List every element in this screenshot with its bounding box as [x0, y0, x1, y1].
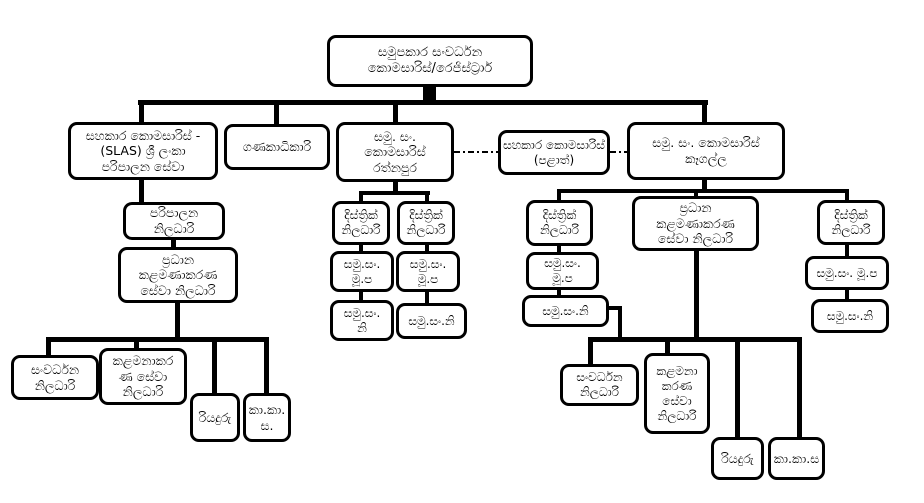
node-chief-management-services-officer: ප්‍රධාන කළමණාකරණ සේවා නිලධාරි: [118, 247, 238, 303]
node-commissioner-registrar: සමුපකාර සංවර්ධන කොමසාරිස්/රෙජිස්ට්‍රාර්: [327, 35, 533, 87]
connector-busk-d3: [845, 192, 849, 201]
node-driver: රියදුරු: [190, 393, 240, 442]
connector-chief-bus1: [175, 303, 180, 339]
connector-k1-a: [557, 246, 561, 253]
connector-k2-a: [845, 245, 849, 257]
node-assistant-commissioner-slas: සහකාර කොමසාරිස් - (SLAS) ශ්‍රී ලංකා පරිප…: [68, 122, 218, 180]
node-accountant: ගණකාධිකාරි: [224, 124, 330, 170]
connector-bus-kegalle: [557, 189, 849, 193]
node-district-officer-kegalle-1: දිස්ත්‍රික් නිලධාරි: [526, 200, 593, 246]
node-admin-officer: පරිපාලන නිලධාරි: [123, 202, 225, 240]
connector-r2-a: [425, 245, 429, 252]
node-development-officer-kegalle: සංවර්ධන නිලධාරි: [560, 364, 639, 406]
connector-drop-kegalle: [702, 103, 707, 123]
connector-drop-ratnapura: [393, 103, 398, 123]
node-management-services-officer-kegalle: කළමනා කරණ සේවා නිලධාරි: [644, 353, 710, 434]
connector-busk-d1: [557, 192, 561, 201]
node-coop-mup-ratnapura-2: සමු.සං. මූ.ප: [396, 251, 460, 292]
connector-bus1-driver: [212, 341, 217, 394]
node-chief-management-services-officer-kegalle: ප්‍රධාන කළමණාකරණ සේවා නිලධාරි: [632, 196, 759, 251]
connector-r1-a: [359, 245, 363, 252]
connector-bus2-kks: [797, 341, 802, 438]
dashed-connector-provincial-kegalle: [610, 151, 627, 153]
connector-bus2-mgmt: [665, 341, 670, 354]
dashed-connector-ratnapura-provincial: [454, 151, 498, 153]
connector-k1-b: [557, 290, 561, 296]
node-coop-mup-kegalle-1: සමු.සං. මූ.ප: [526, 252, 599, 290]
node-driver-kegalle: රියදුරු: [711, 437, 764, 480]
connector-drop-accountant: [274, 103, 279, 125]
connector-bus1-mgmt: [134, 341, 139, 349]
node-district-officer-ratnapura-2: දිස්ත්‍රික් නිලධාරි: [397, 201, 455, 245]
connector-busr-d1: [359, 194, 363, 202]
connector-nik1-elbow-h: [609, 306, 622, 310]
node-coop-ni-ratnapura-1: සමු.සං. නි: [330, 300, 394, 341]
node-commissioner-ratnapura: සමු. සං. කොමසාරිස් රත්නපුර: [336, 122, 454, 182]
connector-busk-d2: [694, 192, 698, 198]
node-development-officer: සංවර්ධන නිලධාරි: [11, 355, 99, 400]
connector-busr-d2: [425, 194, 429, 202]
node-office-assistant-kegalle: කා.කා.ස: [768, 437, 825, 480]
connector-bus1-kks: [264, 341, 269, 394]
connector-r1-b: [359, 292, 363, 301]
connector-kegalle-bus: [702, 180, 707, 191]
connector-bus1: [46, 337, 269, 342]
node-coop-ni-ratnapura-2: සමු.සං.නි: [396, 303, 467, 339]
connector-bus-ratnapura: [359, 191, 430, 195]
connector-admin-chief: [171, 240, 176, 248]
node-coop-mup-kegalle-2: සමු.සං. මූ.ප: [805, 256, 889, 290]
connector-trunk: [138, 100, 708, 105]
connector-nik1-elbow-v: [618, 306, 622, 339]
node-district-officer-kegalle-2: දිස්ත්‍රික් නිලධාරි: [817, 200, 885, 245]
node-office-assistant: කා.කා. ස.: [243, 393, 291, 442]
connector-bus1-dev: [46, 341, 51, 356]
connector-bus2-dev: [588, 341, 593, 365]
connector-bus2: [588, 337, 802, 342]
connector-slas-admin: [139, 180, 144, 203]
connector-root-stub: [423, 86, 436, 102]
connector-bus2-driver: [735, 341, 740, 438]
connector-ratnapura-bus: [393, 182, 398, 193]
node-commissioner-kegalle: සමු. සං. කොමසාරිස් කෑගල්ල: [627, 122, 785, 180]
node-management-services-officer: කළමනාකර ණ සේවා නිලධාරි: [99, 348, 187, 405]
connector-k2-b: [845, 290, 849, 300]
connector-chiefk-bus2: [694, 251, 699, 340]
node-district-officer-ratnapura-1: දිස්ත්‍රික් නිලධාරි: [332, 201, 390, 245]
node-coop-ni-kegalle-1: සමු.සං.නි: [522, 295, 609, 327]
node-coop-mup-ratnapura-1: සමු.සං. මූ.ප: [330, 251, 394, 292]
connector-drop-slas: [139, 103, 144, 123]
node-coop-ni-kegalle-2: සමු.සං.නි: [811, 299, 889, 333]
connector-r2-b: [425, 292, 429, 304]
node-assistant-commissioner-provincial: සහකාර කොමසාරිස් (පළාත්): [498, 130, 610, 175]
